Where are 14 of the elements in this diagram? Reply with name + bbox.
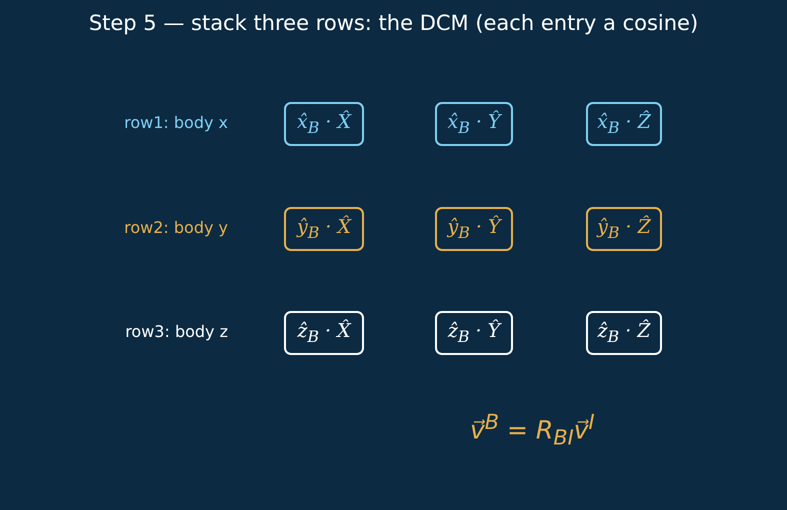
matrix-entry-box: ŷ$_{B}$ · Ŷ [435, 207, 513, 251]
matrix-entry-box: x̂$_{B}$ · X̂ [284, 102, 364, 146]
matrix-entry-box: ẑ$_{B}$ · X̂ [284, 311, 364, 355]
equation: v⃗$^{B}$ = R$_{BI}$v⃗$^{I}$ [470, 410, 595, 450]
row-label: row2: body y [124, 218, 228, 237]
matrix-entry-box: ŷ$_{B}$ · X̂ [284, 207, 364, 251]
row-label: row3: body z [125, 322, 228, 341]
title: Step 5 — stack three rows: the DCM (each entry a cosine) [88, 11, 700, 35]
row-label: row1: body x [124, 113, 228, 132]
matrix-entry-box: ẑ$_{B}$ · Ẑ [586, 311, 662, 355]
matrix-entry-box: x̂$_{B}$ · Ẑ [586, 102, 662, 146]
matrix-entry-box: x̂$_{B}$ · Ŷ [435, 102, 513, 146]
matrix-entry-box: ŷ$_{B}$ · Ẑ [586, 207, 662, 251]
matrix-entry-box: ẑ$_{B}$ · Ŷ [435, 311, 513, 355]
